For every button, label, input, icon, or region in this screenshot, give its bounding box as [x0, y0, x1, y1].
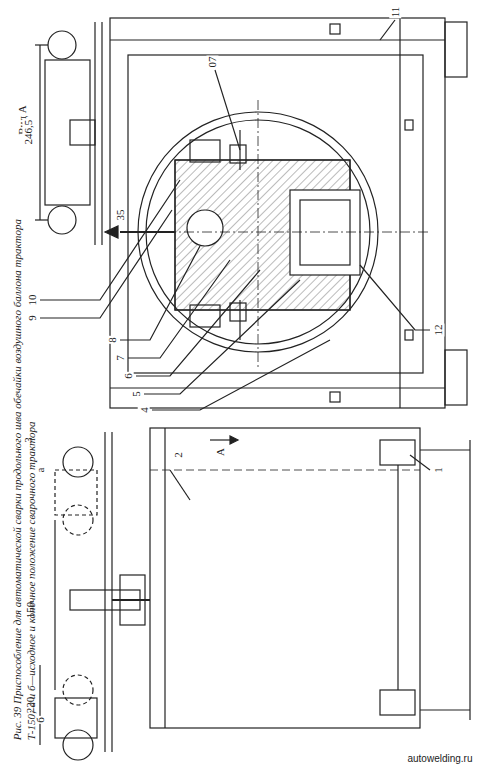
- callout-number: 6: [122, 372, 134, 380]
- callout-number: 2: [172, 451, 184, 459]
- callout-number: 5: [130, 390, 142, 398]
- callout-number: 4: [138, 406, 150, 414]
- callout-number: 9: [26, 314, 38, 322]
- callout-number: 11: [389, 6, 401, 19]
- dimension: 35: [114, 209, 126, 222]
- callout-number: 8: [106, 336, 118, 344]
- callout-number: 7: [114, 354, 126, 362]
- figure-caption: Рис. 39 Приспособление для автоматическо…: [10, 200, 39, 740]
- dimension: 07: [206, 56, 218, 69]
- callout-number: 1: [432, 466, 444, 474]
- section-label: А: [214, 447, 226, 457]
- dimension: 246,5: [22, 119, 34, 146]
- callout-number: 10: [26, 294, 38, 307]
- watermark: autowelding.ru: [406, 753, 473, 764]
- callout-number: 12: [432, 324, 444, 337]
